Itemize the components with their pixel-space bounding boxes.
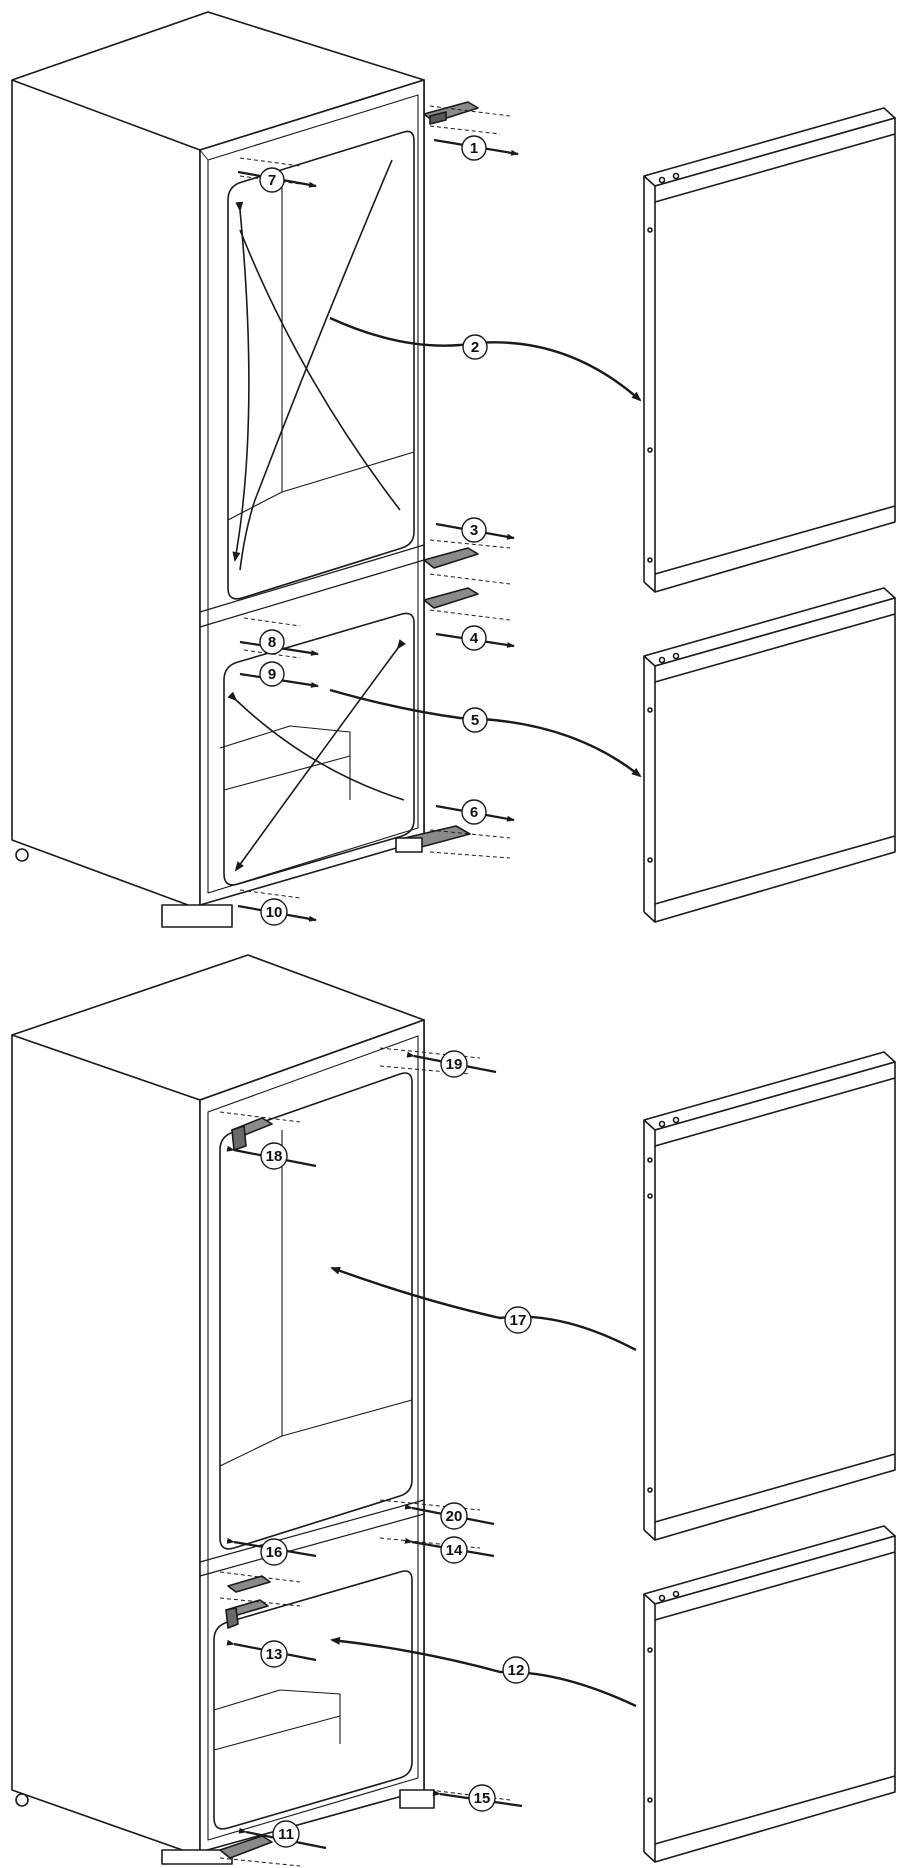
hinge-top-right: [423, 101, 479, 125]
swap-arrows-upper: [232, 159, 401, 571]
lower-compartment-bottom: [213, 1570, 413, 1830]
door-lower-bottom: [643, 1525, 896, 1863]
step-label-6: 6: [470, 804, 478, 821]
hinge-top-left: [231, 1117, 273, 1151]
step-label-11: 11: [278, 1826, 294, 1843]
step-label-1: 1: [470, 140, 478, 157]
step-label-12: 12: [508, 1662, 525, 1679]
hinge-middle-left-2: [225, 1599, 269, 1629]
door-arrows-bottom: [330, 1266, 637, 1708]
step-label-17: 17: [510, 1312, 527, 1329]
door-lower-top: [643, 587, 896, 923]
step-label-4: 4: [470, 630, 479, 647]
door-upper-top: [643, 107, 896, 593]
upper-compartment: [227, 130, 415, 600]
step-callout-5: 5: [462, 707, 488, 733]
step-callout-16: 16: [260, 1538, 288, 1566]
step-label-7: 7: [268, 172, 276, 189]
step-callout-20: 20: [440, 1502, 468, 1530]
hinge-bottom-left: [219, 1835, 273, 1859]
step-callout-8: 8: [259, 629, 285, 655]
step-label-2: 2: [471, 339, 479, 356]
step-label-20: 20: [446, 1508, 463, 1525]
top-assembly: [11, 11, 896, 928]
step-callout-9: 9: [259, 661, 285, 687]
step-callout-19: 19: [440, 1050, 468, 1078]
step-callout-10: 10: [260, 898, 288, 926]
hinge-middle-right-1: [423, 547, 479, 569]
step-label-14: 14: [446, 1542, 463, 1559]
step-label-9: 9: [268, 666, 276, 683]
step-callout-4: 4: [461, 625, 487, 651]
door-upper-bottom: [643, 1051, 896, 1541]
step-label-13: 13: [266, 1646, 283, 1663]
step-callout-17: 17: [504, 1306, 532, 1334]
step-label-3: 3: [470, 522, 478, 539]
step-callout-13: 13: [260, 1640, 288, 1668]
step-callout-2: 2: [462, 334, 488, 360]
step-label-5: 5: [471, 712, 479, 729]
step-callout-11: 11: [272, 1820, 300, 1848]
callouts: 1 2 3 4 5 6 7 8 9 10 11 12 13 14 15 16 1…: [259, 135, 532, 1848]
step-label-15: 15: [474, 1790, 491, 1807]
step-callout-1: 1: [461, 135, 487, 161]
fridge-cabinet-bottom: [11, 954, 435, 1865]
step-callout-18: 18: [260, 1142, 288, 1170]
screw-guides-bottom: [219, 1047, 511, 1867]
fridge-cabinet-top: [11, 11, 425, 928]
step-callout-14: 14: [440, 1536, 468, 1564]
step-callout-15: 15: [468, 1784, 496, 1812]
upper-compartment-bottom: [219, 1072, 413, 1550]
lower-compartment: [223, 612, 415, 886]
step-label-18: 18: [266, 1148, 283, 1165]
bottom-assembly: [11, 954, 896, 1867]
step-label-16: 16: [266, 1544, 283, 1561]
step-callout-7: 7: [259, 167, 285, 193]
swap-arrows-lower: [227, 639, 406, 872]
screw-guides-top: [239, 105, 511, 899]
step-callout-12: 12: [502, 1656, 530, 1684]
step-label-10: 10: [266, 904, 283, 921]
step-label-8: 8: [268, 634, 276, 651]
hinge-middle-right-2: [423, 587, 479, 609]
step-label-19: 19: [446, 1056, 463, 1073]
step-callout-6: 6: [461, 799, 487, 825]
hinge-middle-left-1: [227, 1575, 271, 1593]
step-callout-3: 3: [461, 517, 487, 543]
